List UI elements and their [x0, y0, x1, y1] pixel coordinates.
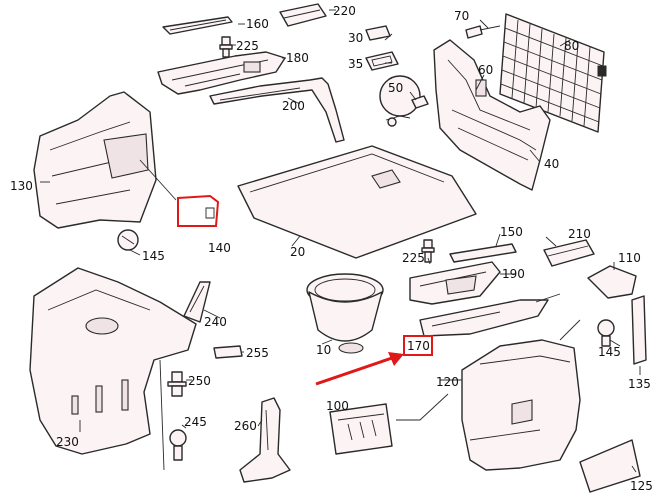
part-70-screw[interactable] [465, 25, 501, 39]
part-35-cover-plate[interactable] [365, 51, 399, 71]
label-150: 150 [500, 225, 523, 239]
part-80-cargo-net[interactable] [499, 13, 607, 133]
highlight-arrow [315, 352, 404, 386]
part-20-floor-panel[interactable] [237, 145, 477, 259]
part-180-upper-panel[interactable] [157, 51, 286, 95]
label-145-left: 145 [142, 249, 165, 263]
part-60-rear-panel[interactable] [433, 39, 551, 191]
part-190-upper-trim[interactable] [409, 261, 501, 305]
label-70: 70 [454, 9, 469, 23]
label-110: 110 [618, 251, 641, 265]
label-120: 120 [436, 375, 459, 389]
label-145-right: 145 [598, 345, 621, 359]
label-35: 35 [348, 57, 363, 71]
part-200-side-rail[interactable] [209, 77, 345, 143]
part-135-strip[interactable] [631, 295, 647, 365]
part-210-cover[interactable] [543, 239, 595, 267]
part-120-right-panel[interactable] [461, 339, 581, 471]
part-250-clip[interactable] [167, 371, 187, 397]
label-245: 245 [184, 415, 207, 429]
part-50-fastener[interactable] [379, 75, 429, 127]
label-220: 220 [333, 4, 356, 18]
part-150-trim-strip[interactable] [449, 243, 517, 263]
part-labels: 160 220 225 180 200 30 35 50 70 80 60 40… [10, 4, 653, 493]
part-140-cover[interactable] [177, 194, 220, 227]
label-100: 100 [326, 399, 349, 413]
part-30-bracket[interactable] [365, 25, 391, 41]
label-135: 135 [628, 377, 651, 391]
label-60: 60 [478, 63, 493, 77]
highlight-box-170 [403, 335, 433, 356]
part-255-pad[interactable] [213, 345, 243, 359]
label-170: 170 [407, 339, 430, 353]
part-110-pad[interactable] [587, 265, 637, 299]
part-10-bin[interactable] [306, 273, 384, 354]
part-260-bracket[interactable] [239, 397, 291, 483]
label-255: 255 [246, 346, 269, 360]
label-140: 140 [208, 241, 231, 255]
label-250: 250 [188, 374, 211, 388]
part-225-clip-middle[interactable] [421, 239, 435, 263]
part-100-tray[interactable] [329, 403, 393, 455]
label-40: 40 [544, 157, 559, 171]
label-10: 10 [316, 343, 331, 357]
part-145-clip-right[interactable] [597, 319, 615, 347]
part-240-bracket[interactable] [183, 281, 211, 323]
leader-lines [40, 9, 641, 473]
label-200: 200 [282, 99, 305, 113]
label-130: 130 [10, 179, 33, 193]
label-210: 210 [568, 227, 591, 241]
label-125: 125 [630, 479, 653, 493]
part-245-clip[interactable] [169, 429, 187, 461]
label-240: 240 [204, 315, 227, 329]
label-180: 180 [286, 51, 309, 65]
part-225-clip-upper[interactable] [219, 36, 233, 58]
label-225-upper: 225 [236, 39, 259, 53]
part-220-cover[interactable] [279, 3, 327, 27]
label-190: 190 [502, 267, 525, 281]
label-225-middle: 225 [402, 251, 425, 265]
part-230-lower-left-panel[interactable] [29, 267, 197, 471]
part-160-trim-strip[interactable] [162, 16, 233, 35]
label-260: 260 [234, 419, 257, 433]
part-125-cover[interactable] [579, 439, 641, 493]
part-170-lower-trim[interactable] [419, 299, 549, 337]
label-20: 20 [290, 245, 305, 259]
label-30: 30 [348, 31, 363, 45]
label-80: 80 [564, 39, 579, 53]
label-160: 160 [246, 17, 269, 31]
part-145-clip-left[interactable] [117, 229, 139, 251]
label-50: 50 [388, 81, 403, 95]
part-130-left-trim[interactable] [33, 91, 157, 229]
label-230: 230 [56, 435, 79, 449]
